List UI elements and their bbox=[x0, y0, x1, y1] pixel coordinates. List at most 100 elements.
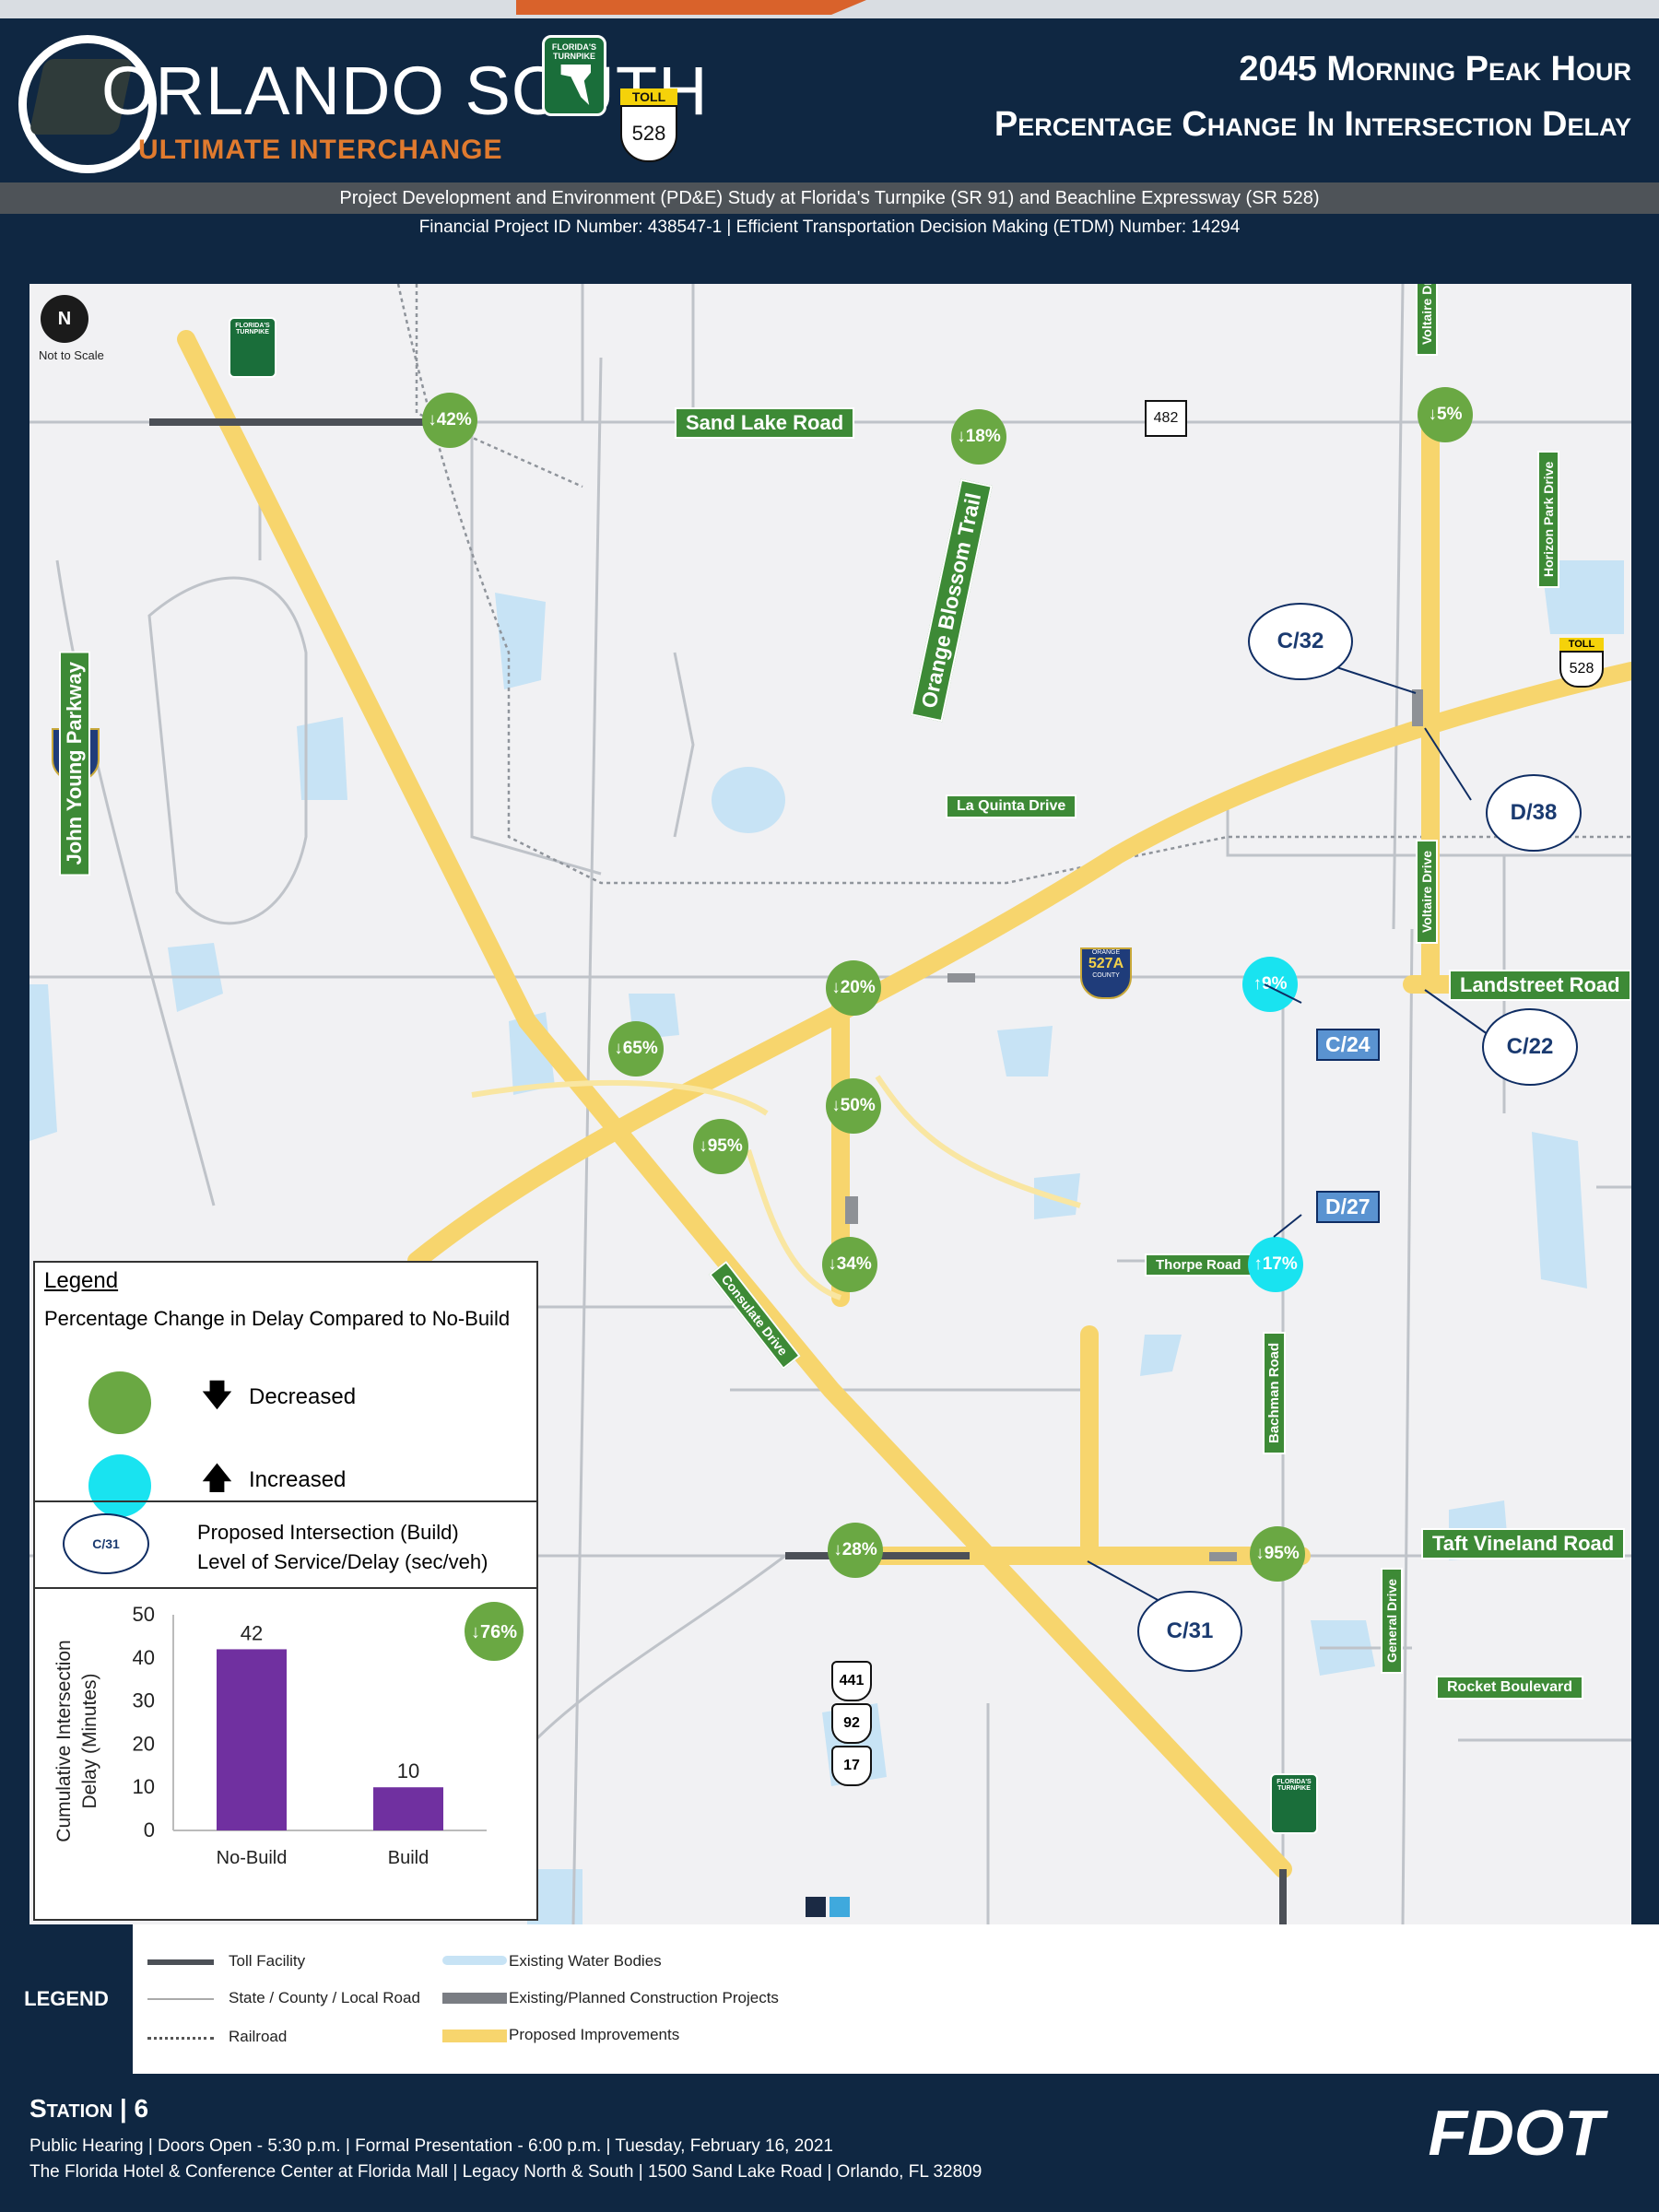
bottom-legend: LEGEND Toll Facility State / County / Lo… bbox=[0, 1924, 1659, 2074]
legend-item-proposed: Proposed Improvements bbox=[509, 2026, 680, 2043]
us-17-shield: 17 bbox=[831, 1746, 872, 1786]
turnpike-badge-text: FLORIDA'S TURNPIKE bbox=[551, 42, 597, 61]
legend-item-water: Existing Water Bodies bbox=[509, 1952, 662, 1970]
cr-527a-top: ORANGE bbox=[1091, 949, 1121, 956]
intersection-consulate-obt: ↓34% bbox=[822, 1237, 877, 1292]
road-label-voltaire-mid: Voltaire Drive bbox=[1416, 839, 1438, 944]
footer-line-1: Public Hearing | Doors Open - 5:30 p.m. … bbox=[29, 2136, 833, 2156]
los-box-c24: C/24 bbox=[1316, 1029, 1380, 1061]
legend-title: Legend bbox=[44, 1268, 119, 1293]
fdot-logo: FDOT bbox=[1428, 2097, 1604, 2169]
legend-item-local: State / County / Local Road bbox=[229, 1989, 420, 2006]
road-label-taft-vineland: Taft Vineland Road bbox=[1421, 1528, 1626, 1559]
road-label-voltaire-top: Voltaire Drive bbox=[1416, 284, 1438, 356]
intersection-obt-center: ↓50% bbox=[826, 1078, 881, 1134]
y-tick-label: 40 bbox=[133, 1646, 155, 1669]
railroad bbox=[396, 284, 1631, 885]
intersection-thorpe-bachman: ↑17% bbox=[1248, 1237, 1303, 1292]
us-92-shield: 92 bbox=[831, 1703, 872, 1744]
footer-line-2: The Florida Hotel & Conference Center at… bbox=[29, 2162, 982, 2182]
top-stripe bbox=[0, 0, 1659, 18]
road-label-horizon-park: Horizon Park Drive bbox=[1537, 450, 1559, 588]
intersection-obt-landstreet: ↓20% bbox=[826, 960, 881, 1016]
intersection-consulate-north: ↓95% bbox=[693, 1119, 748, 1174]
legend-panel: Legend Percentage Change in Delay Compar… bbox=[33, 1261, 538, 1591]
cr-527a-shield: ORANGE 527A COUNTY bbox=[1080, 947, 1132, 999]
y-tick-label: 20 bbox=[133, 1732, 155, 1755]
station-heading: Station | 6 bbox=[29, 2094, 149, 2123]
tile-decor bbox=[830, 1897, 850, 1917]
road-label-thorpe: Thorpe Road bbox=[1145, 1253, 1253, 1277]
down-arrow-icon: 🡇 bbox=[201, 1378, 233, 1413]
header: ORLANDO SOUTH ULTIMATE INTERCHANGE FLORI… bbox=[0, 0, 1659, 182]
road-label-sand-lake: Sand Lake Road bbox=[675, 407, 855, 439]
up-arrow-icon: 🡅 bbox=[201, 1461, 233, 1496]
toll-528-shield: TOLL 528 bbox=[620, 88, 677, 162]
title-line-1: 2045 Morning Peak Hour bbox=[1239, 50, 1631, 88]
legend-decreased-label: Decreased bbox=[249, 1384, 357, 1409]
legend-divider bbox=[35, 1500, 536, 1502]
intersection-turnpike-west: ↓65% bbox=[608, 1021, 664, 1077]
toll-528-label: TOLL bbox=[1559, 638, 1604, 651]
cr-527a-number: 527A bbox=[1088, 956, 1124, 971]
intersection-taft-bachman: ↓95% bbox=[1250, 1526, 1305, 1582]
legend-increased-swatch bbox=[88, 1454, 151, 1517]
local-road-swatch bbox=[147, 1998, 214, 2000]
y-tick-label: 0 bbox=[144, 1818, 155, 1841]
route-528-number: 528 bbox=[620, 105, 677, 162]
proposed-ramps bbox=[471, 1075, 1081, 1300]
turnpike-marker-north: FLORIDA'S TURNPIKE bbox=[229, 317, 276, 378]
florida-icon bbox=[560, 65, 591, 105]
legend-increased-label: Increased bbox=[249, 1467, 347, 1492]
y-tick-label: 30 bbox=[133, 1689, 155, 1712]
road-label-john-young: John Young Parkway bbox=[59, 651, 90, 877]
los-box-d27: D/27 bbox=[1316, 1191, 1380, 1223]
legend-proposed-line2: Level of Service/Delay (sec/veh) bbox=[197, 1550, 488, 1573]
bar-no-build bbox=[217, 1649, 287, 1830]
los-bubble-c31: C/31 bbox=[1137, 1591, 1242, 1672]
change-badge-label: ↓76% bbox=[471, 1622, 517, 1642]
change-badge bbox=[465, 1602, 524, 1661]
intersection-sandlake-voltaire: ↓5% bbox=[1418, 387, 1473, 442]
intersection-sandlake-west: ↓42% bbox=[422, 393, 477, 448]
turnpike-marker-text: FLORIDA'S TURNPIKE bbox=[1277, 1779, 1312, 1792]
road-label-rocket: Rocket Boulevard bbox=[1436, 1676, 1584, 1700]
study-line: Project Development and Environment (PD&… bbox=[0, 182, 1659, 214]
los-bubble-c22: C/22 bbox=[1482, 1008, 1578, 1086]
intersection-landstreet-east: ↑9% bbox=[1242, 957, 1298, 1012]
bottom-legend-label: LEGEND bbox=[0, 1924, 133, 2074]
scale-note: Not to Scale bbox=[39, 348, 104, 362]
sr-482-shield: 482 bbox=[1145, 400, 1187, 437]
sr-528-shield: TOLL 528 bbox=[1559, 638, 1604, 689]
legend-item-toll: Toll Facility bbox=[229, 1952, 306, 1970]
intersection-sandlake-obt: ↓18% bbox=[951, 409, 1006, 465]
construction-swatch bbox=[442, 1993, 507, 2004]
tile-decor bbox=[806, 1897, 826, 1917]
turnpike-marker-text: FLORIDA'S TURNPIKE bbox=[235, 323, 270, 335]
ids-line: Financial Project ID Number: 438547-1 | … bbox=[418, 218, 1241, 237]
y-axis-label-line: Delay (Minutes) bbox=[79, 1673, 100, 1808]
legend-proposed-line1: Proposed Intersection (Build) bbox=[197, 1521, 459, 1544]
x-tick-label: No-Build bbox=[217, 1848, 288, 1868]
legend-subtitle: Percentage Change in Delay Compared to N… bbox=[44, 1307, 511, 1330]
x-tick-label: Build bbox=[388, 1848, 429, 1868]
turnpike-marker-south: FLORIDA'S TURNPIKE bbox=[1270, 1773, 1318, 1834]
toll-label: TOLL bbox=[620, 88, 677, 105]
road-label-landstreet: Landstreet Road bbox=[1449, 970, 1631, 1001]
proposed-swatch bbox=[442, 2030, 507, 2042]
bar-build bbox=[373, 1787, 443, 1830]
legend-los-bubble: C/31 bbox=[63, 1513, 149, 1574]
footer: Station | 6 Public Hearing | Doors Open … bbox=[0, 2074, 1659, 2212]
legend-item-rail: Railroad bbox=[229, 2028, 288, 2045]
legend-item-construction: Existing/Planned Construction Projects bbox=[509, 1989, 779, 2006]
cr-527a-bottom: COUNTY bbox=[1092, 972, 1120, 979]
legend-decreased-swatch bbox=[88, 1371, 151, 1434]
railroad-swatch bbox=[147, 2037, 214, 2040]
logo-subtitle: ULTIMATE INTERCHANGE bbox=[138, 135, 503, 165]
bar-value-label: 10 bbox=[397, 1759, 419, 1783]
turnpike-logo: FLORIDA'S TURNPIKE bbox=[542, 35, 606, 116]
water-swatch bbox=[442, 1956, 507, 1965]
